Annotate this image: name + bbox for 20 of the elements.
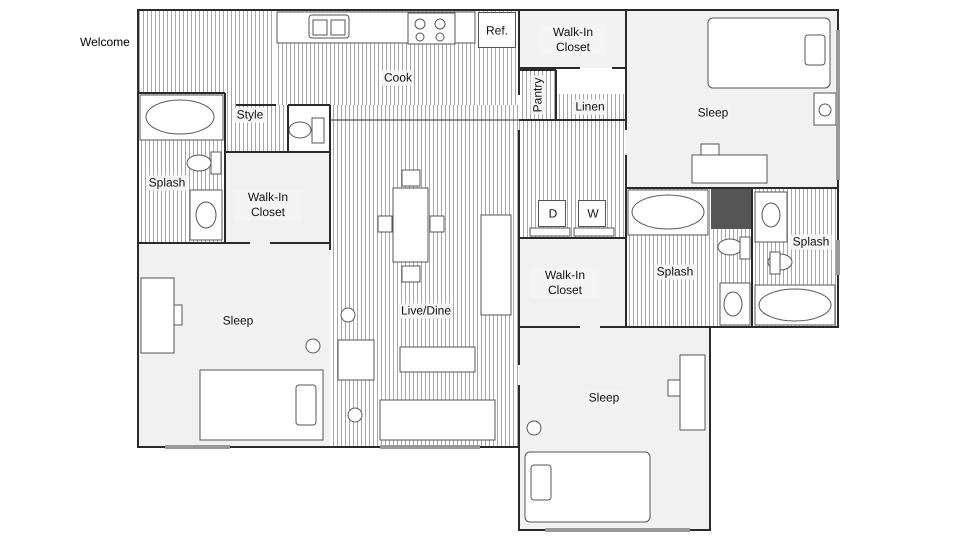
appliance-box [578,200,606,227]
entry-label: Welcome [80,35,130,49]
room-label: Sleep [696,106,730,120]
room-area [519,70,556,120]
room-label: Splash [790,234,832,250]
room-label: Linen [573,100,607,114]
room-label: Sleep [586,390,622,406]
appliance-box [478,12,516,48]
room-label: Splash [654,264,696,280]
room-area [225,152,330,243]
room-label: Sleep [220,314,256,328]
room-label: Cook [382,70,414,86]
room-area [519,10,626,68]
room-area [556,94,626,120]
room-label: Pantry [530,76,546,114]
room-label: Live/Dine [398,304,454,318]
room-label: Splash [146,176,188,190]
room-label: Style [234,108,266,122]
room-area [519,238,626,327]
appliance-box [538,200,566,227]
